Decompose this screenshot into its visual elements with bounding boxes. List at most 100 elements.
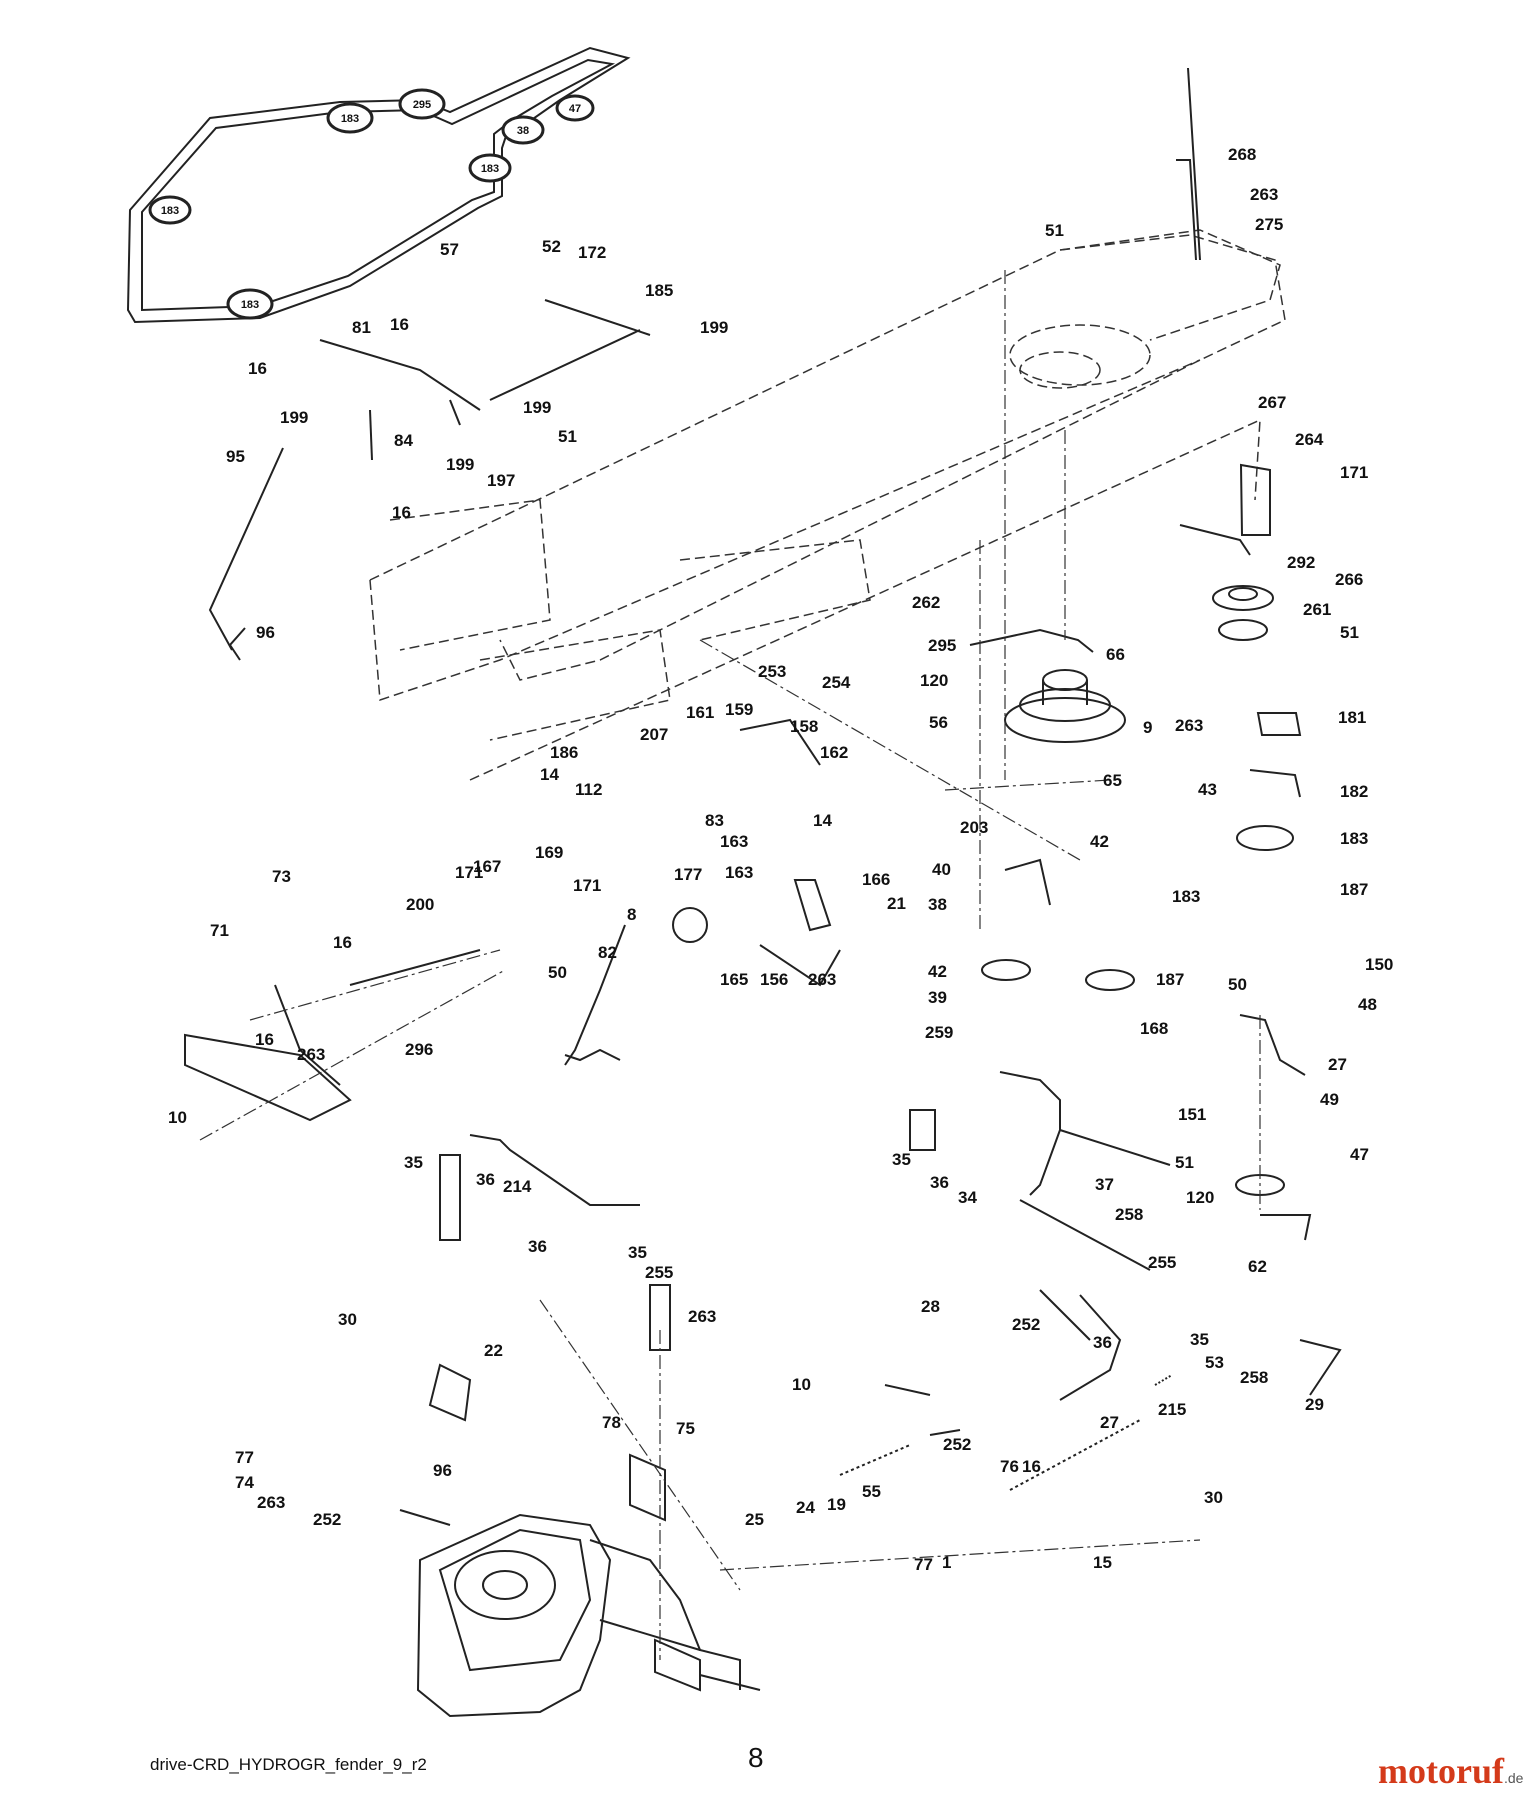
part-label: 163 xyxy=(720,832,748,851)
part-label: 34 xyxy=(958,1188,977,1207)
part-label: 16 xyxy=(248,359,267,378)
part-label: 16 xyxy=(255,1030,274,1049)
part-label: 81 xyxy=(352,318,371,337)
part-label: 51 xyxy=(558,427,577,446)
part-label: 158 xyxy=(790,717,818,736)
part-label: 166 xyxy=(862,870,890,889)
part-label: 47 xyxy=(1350,1145,1369,1164)
part-label: 203 xyxy=(960,818,988,837)
part-label: 197 xyxy=(487,471,515,490)
part-label: 177 xyxy=(674,865,702,884)
part-label: 36 xyxy=(1093,1333,1112,1352)
part-label: 171 xyxy=(573,876,601,895)
part-label: 16 xyxy=(390,315,409,334)
part-label: 156 xyxy=(760,970,788,989)
part-label: 71 xyxy=(210,921,229,940)
part-label: 35 xyxy=(1190,1330,1209,1349)
belt-pulley: 38 xyxy=(501,115,545,145)
part-label: 275 xyxy=(1255,215,1283,234)
part-label: 36 xyxy=(528,1237,547,1256)
part-label: 266 xyxy=(1335,570,1363,589)
part-label: 37 xyxy=(1095,1175,1114,1194)
part-label: 10 xyxy=(792,1375,811,1394)
part-label: 263 xyxy=(688,1307,716,1326)
part-label: 207 xyxy=(640,725,668,744)
part-label: 263 xyxy=(1250,185,1278,204)
part-label: 263 xyxy=(297,1045,325,1064)
part-label: 252 xyxy=(313,1510,341,1529)
part-label: 171 xyxy=(1340,463,1368,482)
part-label: 252 xyxy=(943,1435,971,1454)
brand-name: motoruf xyxy=(1378,1751,1504,1791)
part-label: 267 xyxy=(1258,393,1286,412)
part-label: 263 xyxy=(1175,716,1203,735)
svg-text:47: 47 xyxy=(569,103,581,115)
part-label: 16 xyxy=(392,503,411,522)
part-label: 167 xyxy=(473,857,501,876)
part-label: 27 xyxy=(1328,1055,1347,1074)
part-label: 183 xyxy=(1172,887,1200,906)
part-label: 22 xyxy=(484,1341,503,1360)
part-label: 96 xyxy=(256,623,275,642)
part-label: 292 xyxy=(1287,553,1315,572)
part-label: 171 xyxy=(455,863,483,882)
part-label: 161 xyxy=(686,703,714,722)
part-label: 182 xyxy=(1340,782,1368,801)
part-label: 83 xyxy=(705,811,724,830)
part-label: 21 xyxy=(887,894,906,913)
part-label: 78 xyxy=(602,1413,621,1432)
part-label: 254 xyxy=(822,673,851,692)
part-label: 215 xyxy=(1158,1400,1186,1419)
drive-pulley xyxy=(1004,669,1126,743)
part-label: 165 xyxy=(720,970,748,989)
part-label: 9 xyxy=(1143,718,1152,737)
part-label: 84 xyxy=(394,431,413,450)
drive-belt xyxy=(126,46,631,324)
part-label: 187 xyxy=(1340,880,1368,899)
part-label: 51 xyxy=(1340,623,1359,642)
page-number: 8 xyxy=(748,1742,764,1773)
belt-pulley: 183 xyxy=(326,102,374,134)
part-label: 258 xyxy=(1240,1368,1268,1387)
part-label: 48 xyxy=(1358,995,1377,1014)
part-label: 50 xyxy=(1228,975,1247,994)
part-label: 35 xyxy=(628,1243,647,1262)
part-label: 25 xyxy=(745,1510,764,1529)
part-label: 295 xyxy=(928,636,956,655)
alignment-lines xyxy=(199,270,1261,1660)
transaxle xyxy=(399,1509,761,1718)
part-label: 14 xyxy=(540,765,559,784)
part-label: 8 xyxy=(627,905,636,924)
part-label: 27 xyxy=(1100,1413,1119,1432)
part-label: 29 xyxy=(1305,1395,1324,1414)
part-label: 120 xyxy=(920,671,948,690)
part-label: 264 xyxy=(1295,430,1324,449)
part-label: 268 xyxy=(1228,145,1256,164)
part-label: 185 xyxy=(645,281,673,300)
part-label: 39 xyxy=(928,988,947,1007)
part-label: 199 xyxy=(446,455,474,474)
svg-text:183: 183 xyxy=(341,113,359,125)
springs xyxy=(839,1374,1173,1491)
part-label: 96 xyxy=(433,1461,452,1480)
part-label: 186 xyxy=(550,743,578,762)
belt-pulley: 183 xyxy=(226,288,274,320)
part-label: 258 xyxy=(1115,1205,1143,1224)
part-label: 36 xyxy=(930,1173,949,1192)
part-label: 255 xyxy=(1148,1253,1176,1272)
part-label: 183 xyxy=(1340,829,1368,848)
part-label: 16 xyxy=(333,933,352,952)
part-label: 261 xyxy=(1303,600,1331,619)
tractor-frame xyxy=(369,229,1286,781)
part-label: 35 xyxy=(892,1150,911,1169)
svg-text:183: 183 xyxy=(481,163,499,175)
part-label: 42 xyxy=(1090,832,1109,851)
part-label: 28 xyxy=(921,1297,940,1316)
belt-pulley: 183 xyxy=(148,195,192,225)
part-label: 53 xyxy=(1205,1353,1224,1372)
part-label: 65 xyxy=(1103,771,1122,790)
part-label: 120 xyxy=(1186,1188,1214,1207)
part-label: 19 xyxy=(827,1495,846,1514)
part-label: 187 xyxy=(1156,970,1184,989)
